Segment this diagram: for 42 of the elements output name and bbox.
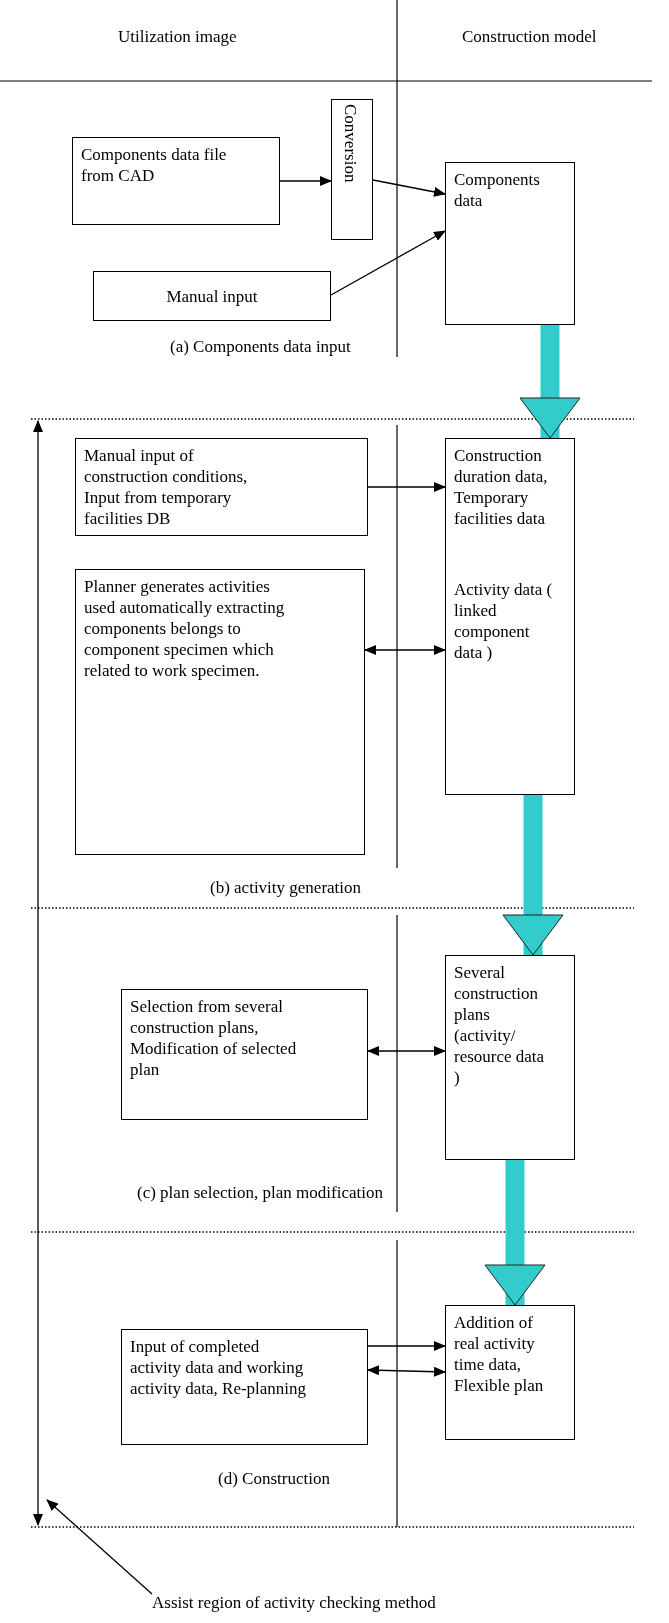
arrow <box>367 1365 446 1377</box>
process-box <box>93 271 331 321</box>
box-text: Conversion <box>340 104 361 183</box>
section-caption: (d) Construction <box>218 1468 330 1489</box>
box-text: Addition of real activity time data, Flexible plan <box>454 1312 545 1396</box>
process-box <box>445 955 575 1160</box>
process-box <box>75 438 368 536</box>
arrow <box>367 1046 446 1056</box>
process-box <box>72 137 280 225</box>
box-text: Manual input <box>166 285 258 307</box>
box-text: Activity data ( linked component data ) <box>454 579 554 663</box>
section-caption: (c) plan selection, plan modification <box>137 1182 383 1203</box>
column-heading: Utilization image <box>118 26 237 47</box>
process-box <box>445 438 575 795</box>
process-box <box>445 1305 575 1440</box>
process-box <box>445 162 575 325</box>
box-text: Components data file from CAD <box>81 144 228 186</box>
process-box <box>331 99 373 240</box>
arrow <box>372 179 446 197</box>
arrow <box>279 176 332 186</box>
arrow <box>330 230 446 296</box>
process-box <box>75 569 365 855</box>
arrow <box>364 645 446 655</box>
box-text: Several construction plans (activity/ resource data ) <box>454 962 546 1088</box>
block-arrow <box>502 795 564 956</box>
arrow <box>367 1341 446 1351</box>
leader-line <box>46 1499 153 1595</box>
box-text: Selection from several construction plans, Modification of selected plan <box>130 996 298 1080</box>
arrow <box>367 482 446 492</box>
block-arrow <box>484 1160 546 1306</box>
box-text: Construction duration data, Temporary facilities data <box>454 445 549 529</box>
column-heading: Construction model <box>462 26 597 47</box>
process-box <box>121 989 368 1120</box>
process-box <box>121 1329 368 1445</box>
box-text: Components data <box>454 169 541 211</box>
section-caption: (a) Components data input <box>170 336 351 357</box>
section-caption: (b) activity generation <box>210 877 362 898</box>
box-text: Planner generates activities used automatically extracting components belongs to component specimen which related to work specimen. <box>84 576 286 681</box>
block-arrow <box>519 325 581 439</box>
box-text: Manual input of construction conditions, Input from temporary facilities DB <box>84 445 249 529</box>
box-text: Input of completed activity data and working activity data, Re-planning <box>130 1336 308 1399</box>
box-text: Assist region of activity checking method <box>152 1592 436 1613</box>
